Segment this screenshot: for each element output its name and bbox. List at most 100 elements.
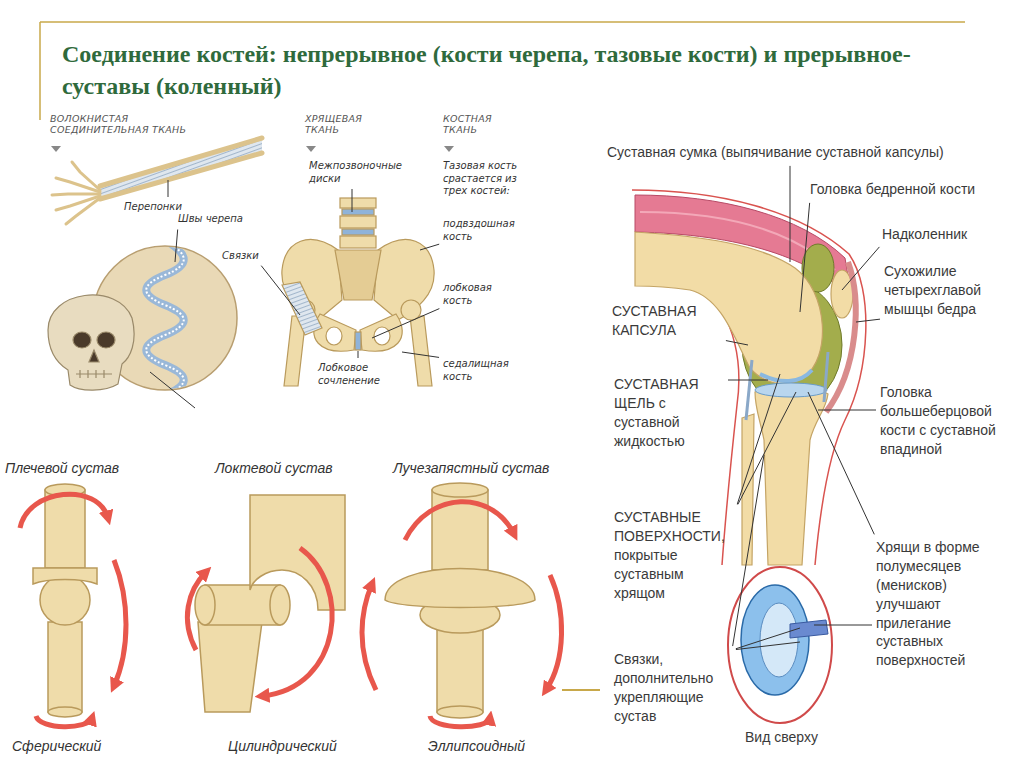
part-label: лобковая кость bbox=[443, 282, 518, 307]
joint-name: Лучезапястный сустав bbox=[393, 460, 549, 477]
ellipsoid-joint-model bbox=[437, 625, 483, 712]
joint-type: Эллипсоидный bbox=[428, 738, 525, 755]
pelvis bbox=[282, 282, 322, 335]
skull bbox=[89, 350, 99, 362]
part-label: СУСТАВНАЯ КАПСУЛА bbox=[612, 302, 722, 340]
skull bbox=[48, 295, 134, 390]
pelvis bbox=[314, 314, 356, 351]
knee-bones bbox=[755, 386, 828, 565]
knee-ligament bbox=[746, 360, 752, 420]
joint-name: Плечевой сустав bbox=[5, 460, 119, 477]
view-label: Вид сверху bbox=[745, 728, 818, 747]
rotation-arrow bbox=[20, 494, 108, 528]
frame-lines bbox=[40, 21, 965, 23]
pelvis bbox=[355, 332, 361, 350]
leader-line bbox=[736, 642, 800, 650]
hinge-joint-model bbox=[270, 585, 290, 625]
suture-zoom bbox=[146, 240, 184, 395]
tissue-type: ВОЛОКНИСТАЯ СОЕДИНИТЕЛЬНАЯ ТКАНЬ bbox=[50, 113, 200, 136]
ellipsoid-joint-model bbox=[437, 706, 483, 718]
knee-bones bbox=[742, 414, 754, 565]
forearm-bones bbox=[66, 198, 100, 224]
frame-lines bbox=[40, 22, 965, 690]
frame-lines bbox=[39, 22, 41, 120]
part-label: СУСТАВНЫЕ ПОВЕРХНОСТИ, покрытые суставны… bbox=[614, 508, 736, 602]
hinge-joint-model bbox=[195, 585, 215, 625]
category-marker bbox=[51, 146, 61, 152]
joint-type: Сферический bbox=[12, 738, 101, 755]
tissue-type: ХРЯЩЕВАЯ ТКАНЬ bbox=[305, 113, 385, 136]
cartilage bbox=[755, 370, 827, 397]
leader-line bbox=[358, 351, 359, 358]
leader-line bbox=[402, 352, 439, 357]
joint-name: Локтевой сустав bbox=[215, 460, 333, 477]
cartilage bbox=[755, 383, 827, 397]
ellipsoid-joint-model bbox=[385, 569, 535, 608]
hinge-joint-model bbox=[195, 495, 345, 712]
rotation-arrow bbox=[430, 716, 490, 727]
joint-type: Цилиндрический bbox=[228, 738, 337, 755]
meniscus-inset bbox=[728, 567, 832, 723]
pelvis bbox=[340, 198, 376, 208]
rotation-arrow bbox=[187, 548, 332, 696]
part-label: Швы черепа bbox=[178, 213, 243, 226]
leader-line bbox=[736, 628, 800, 649]
leader-line bbox=[808, 392, 874, 534]
forearm-bones bbox=[56, 178, 100, 192]
part-label: Межпозвоночные диски bbox=[309, 160, 409, 185]
leader-line bbox=[261, 266, 300, 315]
leader-line bbox=[372, 309, 439, 338]
part-label: Перепонки bbox=[124, 201, 182, 214]
rotation-arrow bbox=[36, 716, 92, 727]
leader-line bbox=[420, 244, 439, 250]
rotation-arrow bbox=[546, 575, 562, 690]
ball-joint-model bbox=[33, 484, 97, 717]
suture-zoom bbox=[146, 240, 184, 395]
leader-line bbox=[175, 229, 178, 262]
leader-line bbox=[728, 380, 768, 381]
category-marker bbox=[306, 146, 316, 152]
skull bbox=[76, 373, 112, 374]
leader-line bbox=[800, 203, 810, 312]
skull bbox=[48, 295, 134, 390]
part-label: седалищная кость bbox=[443, 358, 518, 383]
part-label: Надколенник bbox=[882, 225, 967, 244]
cartilage bbox=[760, 370, 812, 381]
meniscus-inset bbox=[760, 603, 798, 677]
leader-line bbox=[168, 166, 880, 650]
pelvis bbox=[374, 240, 434, 320]
leg-skin bbox=[722, 310, 739, 565]
quadriceps-tendon bbox=[826, 262, 856, 412]
pelvis bbox=[340, 216, 376, 228]
hinge-joint-model bbox=[198, 622, 262, 712]
leader-line bbox=[814, 625, 872, 626]
forearm-bones bbox=[52, 138, 262, 224]
tissue-type: КОСТНАЯ ТКАНЬ bbox=[443, 113, 523, 136]
pelvis bbox=[410, 316, 432, 386]
part-label: Сухожилие четырехглавой мышцы бедра bbox=[884, 262, 1014, 319]
skull bbox=[73, 332, 91, 348]
note: Тазовая кость срастается из трех костей: bbox=[443, 160, 541, 198]
hinge-joint-model bbox=[205, 585, 280, 625]
leader-line bbox=[733, 455, 764, 646]
leader-line bbox=[726, 341, 748, 345]
ball-joint-model bbox=[48, 622, 82, 712]
forearm-bones bbox=[52, 162, 100, 224]
leader-line bbox=[738, 392, 796, 504]
forearm-bones bbox=[52, 194, 100, 195]
rotation-arrow bbox=[187, 572, 206, 650]
rotation-arrow bbox=[262, 548, 332, 696]
part-label: Головка большеберцовой кости с суставной… bbox=[880, 383, 1015, 459]
ellipsoid-joint-model bbox=[385, 483, 535, 718]
suture-zoom bbox=[146, 240, 184, 395]
part-label: Связки, дополнительно укрепляющие сустав bbox=[614, 650, 732, 726]
part-label: Суставная сумка (выпячивание суставной к… bbox=[607, 143, 944, 162]
forearm-bones bbox=[100, 140, 262, 198]
rotation-arrow bbox=[114, 560, 126, 686]
part-label: Лобковое сочленение bbox=[318, 362, 403, 387]
ellipsoid-joint-model bbox=[432, 483, 488, 497]
pelvis bbox=[340, 236, 376, 248]
slide-title: Соединение костей: непрерывное (кости че… bbox=[62, 38, 962, 103]
